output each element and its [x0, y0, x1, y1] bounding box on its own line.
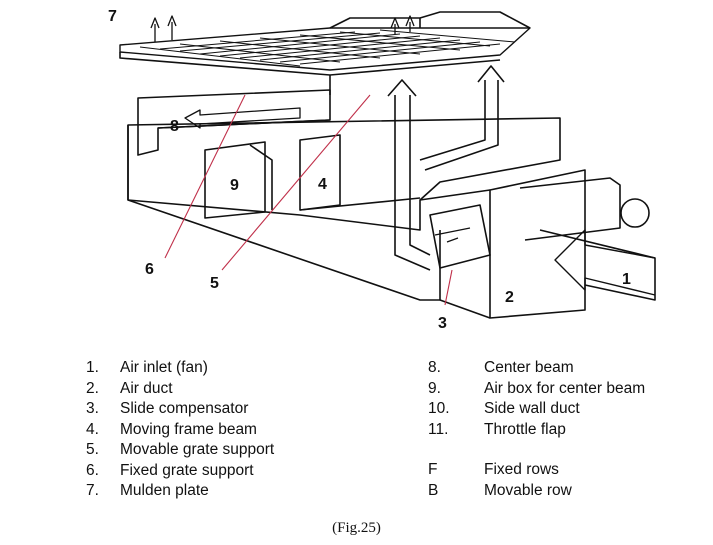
callout-8: 8 [170, 118, 179, 135]
callout-3: 3 [438, 315, 447, 332]
main-beam-bottom [127, 199, 441, 301]
legend-item: 10.Side wall duct [428, 400, 580, 418]
grate-grid [139, 29, 516, 67]
slide-compensator [429, 204, 491, 269]
legend-spacer [428, 440, 645, 460]
legend-item: 7.Mulden plate [86, 482, 209, 500]
riser-duct [394, 95, 431, 271]
inlet-end [620, 198, 650, 228]
riser-duct-2 [419, 80, 499, 171]
air-inlet-pipe [519, 177, 621, 241]
legend-item: 6.Fixed grate support [86, 461, 254, 479]
legend-left: 1.Air inlet (fan) 2.Air duct 3.Slide com… [86, 358, 274, 502]
callout-9: 9 [230, 177, 239, 194]
legend-item: 11.Throttle flap [428, 420, 566, 438]
legend-item: 1.Air inlet (fan) [86, 359, 208, 377]
legend-item: 3.Slide compensator [86, 400, 249, 418]
inlet-arrow [554, 229, 656, 296]
moving-frame-beam [299, 134, 341, 211]
grate-diagram: 1 2 3 4 5 6 7 8 9 [108, 8, 656, 332]
callout-1: 1 [622, 271, 631, 288]
callout-7: 7 [108, 8, 117, 25]
callout-2: 2 [505, 289, 514, 306]
callout-4: 4 [318, 176, 327, 193]
legend-item: 8.Center beam [428, 359, 574, 377]
legend-item: 9.Air box for center beam [428, 379, 646, 397]
legend-item: 4.Moving frame beam [86, 420, 257, 438]
air-duct-box [489, 169, 586, 319]
callout-5: 5 [210, 275, 219, 292]
legend-item: 5.Movable grate support [86, 441, 275, 459]
legend-right: 8.Center beam 9.Air box for center beam … [428, 358, 645, 501]
leader-lines [164, 94, 453, 306]
air-box [204, 141, 266, 219]
callout-6: 6 [145, 261, 154, 278]
figure-caption: (Fig.25) [332, 520, 381, 536]
main-beam-body [127, 117, 561, 231]
legend-item: 2.Air duct [86, 379, 173, 397]
